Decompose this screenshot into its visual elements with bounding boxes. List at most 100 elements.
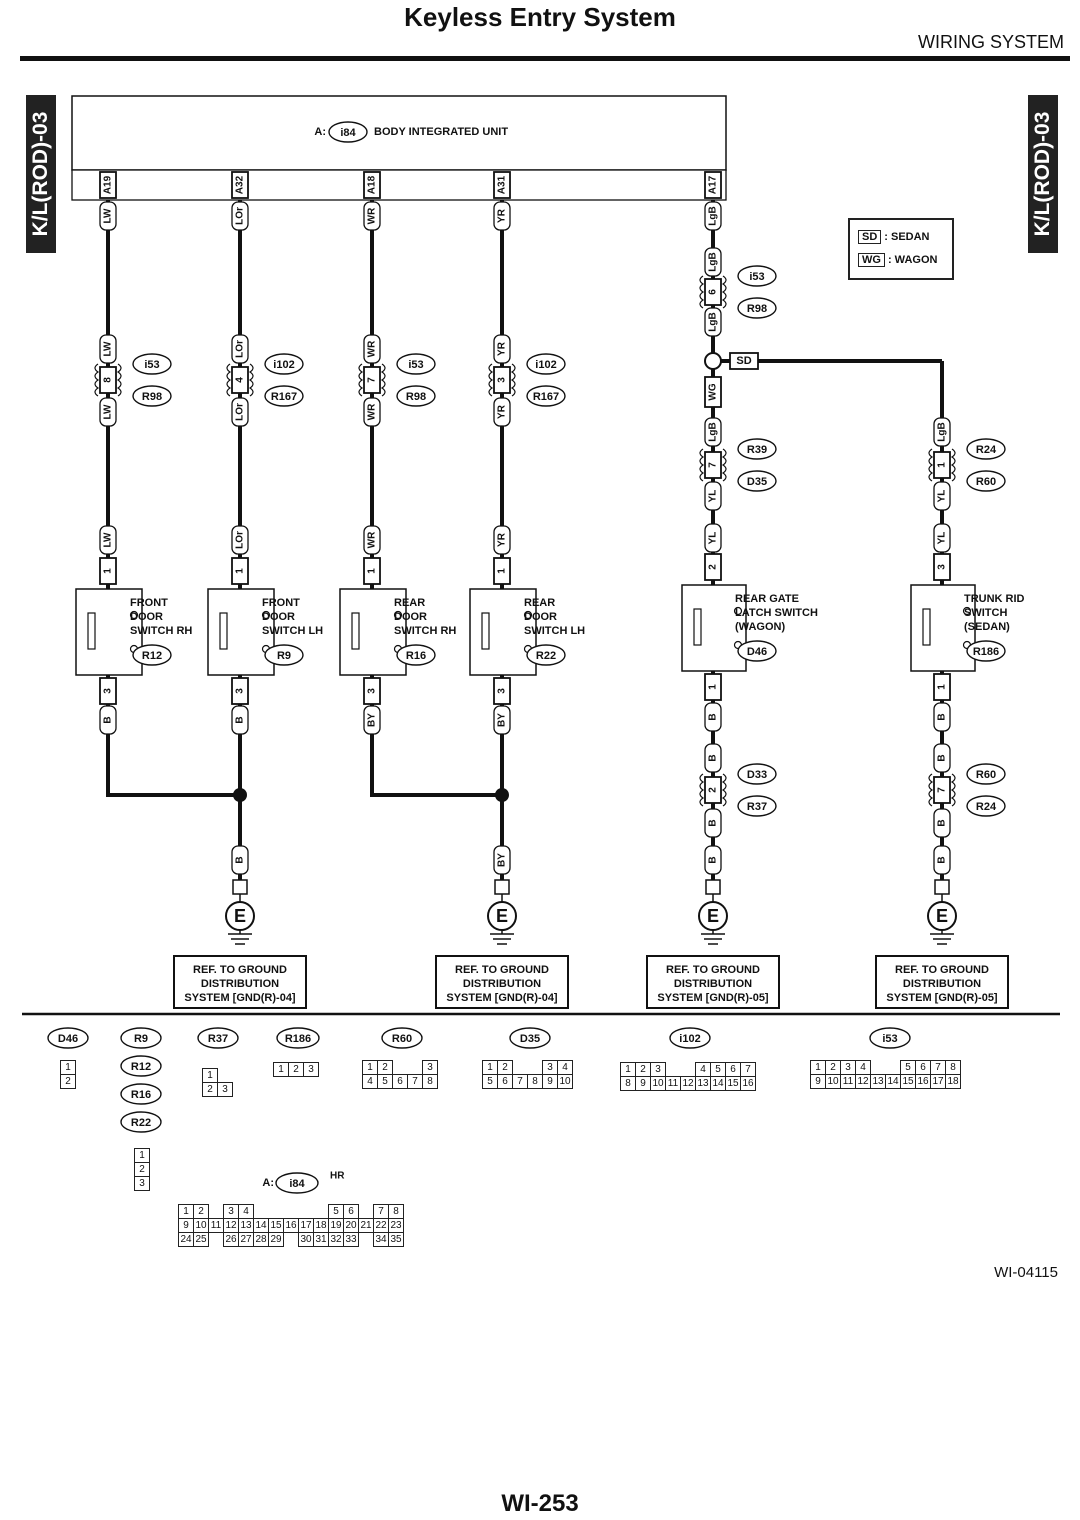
door-switch xyxy=(910,584,976,672)
ground-reference-box xyxy=(173,955,307,1009)
wire-color-tag xyxy=(493,334,511,364)
splice-tag xyxy=(729,352,759,370)
connector-pin-cell: 5 xyxy=(328,1204,344,1219)
wire-color-tag xyxy=(704,481,722,511)
wire-color-tag xyxy=(231,201,249,231)
pin-box xyxy=(99,677,117,705)
ground-symbol: E xyxy=(234,906,246,926)
wire-color-tag xyxy=(933,743,951,773)
connector-pin-cell: 9 xyxy=(178,1218,194,1233)
wire-color-label: BY xyxy=(367,713,378,727)
ground-reference-box xyxy=(435,955,569,1009)
wire-color-label: LOr xyxy=(235,403,246,421)
wire-color-label: WR xyxy=(367,403,378,420)
connector-oval xyxy=(526,353,566,375)
ground-reference-box xyxy=(875,955,1009,1009)
connector-pin-cell: 10 xyxy=(650,1076,666,1091)
connector-oval xyxy=(737,265,777,287)
connector-break-right xyxy=(380,363,386,397)
connector-id: i53 xyxy=(408,359,423,371)
ground-reference-box xyxy=(646,955,780,1009)
figure-id: WI-04115 xyxy=(994,1264,1058,1281)
connector-oval xyxy=(396,644,436,666)
connector-pin-cell: 25 xyxy=(193,1232,209,1247)
wire-color-label: LgB xyxy=(708,206,719,225)
wire-color-label: BY xyxy=(497,853,508,867)
ground-terminal xyxy=(934,879,950,895)
wire-color-label: YL xyxy=(937,532,948,545)
connector-oval xyxy=(132,353,172,375)
connector-id: R16 xyxy=(406,650,426,662)
pin-box xyxy=(363,171,381,199)
connector-pin-cell: 15 xyxy=(725,1076,741,1091)
connector-pin-cell: 34 xyxy=(373,1232,389,1247)
wire-color-label: LgB xyxy=(708,252,719,271)
connector-pin-cell: 7 xyxy=(740,1062,756,1077)
connector-id: R16 xyxy=(131,1089,151,1101)
switch-label: DOOR xyxy=(130,611,163,623)
connector-pin-cell: 7 xyxy=(373,1204,389,1219)
pin-box xyxy=(704,553,722,581)
wire-color-tag xyxy=(704,417,722,447)
connector-pin-cell: 31 xyxy=(313,1232,329,1247)
wire-color-tag xyxy=(363,201,381,231)
wire-color-tag xyxy=(99,201,117,231)
connector-id: i102 xyxy=(273,359,294,371)
pin-number: 3 xyxy=(497,688,508,694)
connector-pin-cell: 4 xyxy=(238,1204,254,1219)
wire-color-label: B xyxy=(708,754,719,761)
connector-pin-cell: 11 xyxy=(665,1076,681,1091)
switch-plunger xyxy=(87,612,96,650)
connector-pin-cell: 2 xyxy=(635,1062,651,1077)
wire-color-tag xyxy=(493,845,511,875)
door-switch xyxy=(339,588,407,676)
connector-pin-cell: 16 xyxy=(283,1218,299,1233)
wire-color-label: B xyxy=(937,856,948,863)
connector-pin-cell xyxy=(284,1205,299,1219)
connector-pin-cell: 5 xyxy=(710,1062,726,1077)
pin-number: 3 xyxy=(367,688,378,694)
switch-contact xyxy=(261,610,271,620)
connector-pin-cell xyxy=(314,1205,329,1219)
connector-pin-cell: 7 xyxy=(512,1074,528,1089)
pin-number: 1 xyxy=(937,684,948,690)
pin-box xyxy=(363,677,381,705)
connector-id: R186 xyxy=(285,1033,311,1045)
wire-color-label: B xyxy=(235,716,246,723)
connector-pin-cell: 6 xyxy=(392,1074,408,1089)
wire-color-tag xyxy=(933,702,951,732)
wire-color-tag xyxy=(363,397,381,427)
connector-oval xyxy=(47,1027,89,1049)
connector-pin-cell: 15 xyxy=(268,1218,284,1233)
connector-break-right xyxy=(248,363,254,397)
connector-pin-cell: 30 xyxy=(298,1232,314,1247)
wire-color-label: B xyxy=(937,713,948,720)
pin-box xyxy=(99,171,117,199)
wire-color-label: B xyxy=(235,856,246,863)
connector-break-right xyxy=(721,773,727,807)
pin-box xyxy=(231,171,249,199)
wire-color-label: WR xyxy=(367,340,378,357)
connector-id: R186 xyxy=(973,646,999,658)
connector-pin-cell xyxy=(528,1061,543,1075)
pin-box xyxy=(231,677,249,705)
switch-plunger xyxy=(351,612,360,650)
connector-pin-cell: 1 xyxy=(202,1068,218,1083)
connector-pin-cell: 22 xyxy=(373,1218,389,1233)
pin-number: A31 xyxy=(497,175,508,194)
connector-pin-cell xyxy=(209,1205,224,1219)
connector-pin-cell xyxy=(513,1061,528,1075)
body-unit-prefix: A: xyxy=(314,126,326,138)
connector-break-right xyxy=(721,448,727,482)
connector-pin-cell: 28 xyxy=(253,1232,269,1247)
wire-junction xyxy=(495,788,509,802)
pin-box xyxy=(231,366,249,394)
pin-number: A17 xyxy=(708,175,719,194)
pin-box xyxy=(704,776,722,804)
pin-box xyxy=(704,171,722,199)
pin-number: 7 xyxy=(367,377,378,383)
